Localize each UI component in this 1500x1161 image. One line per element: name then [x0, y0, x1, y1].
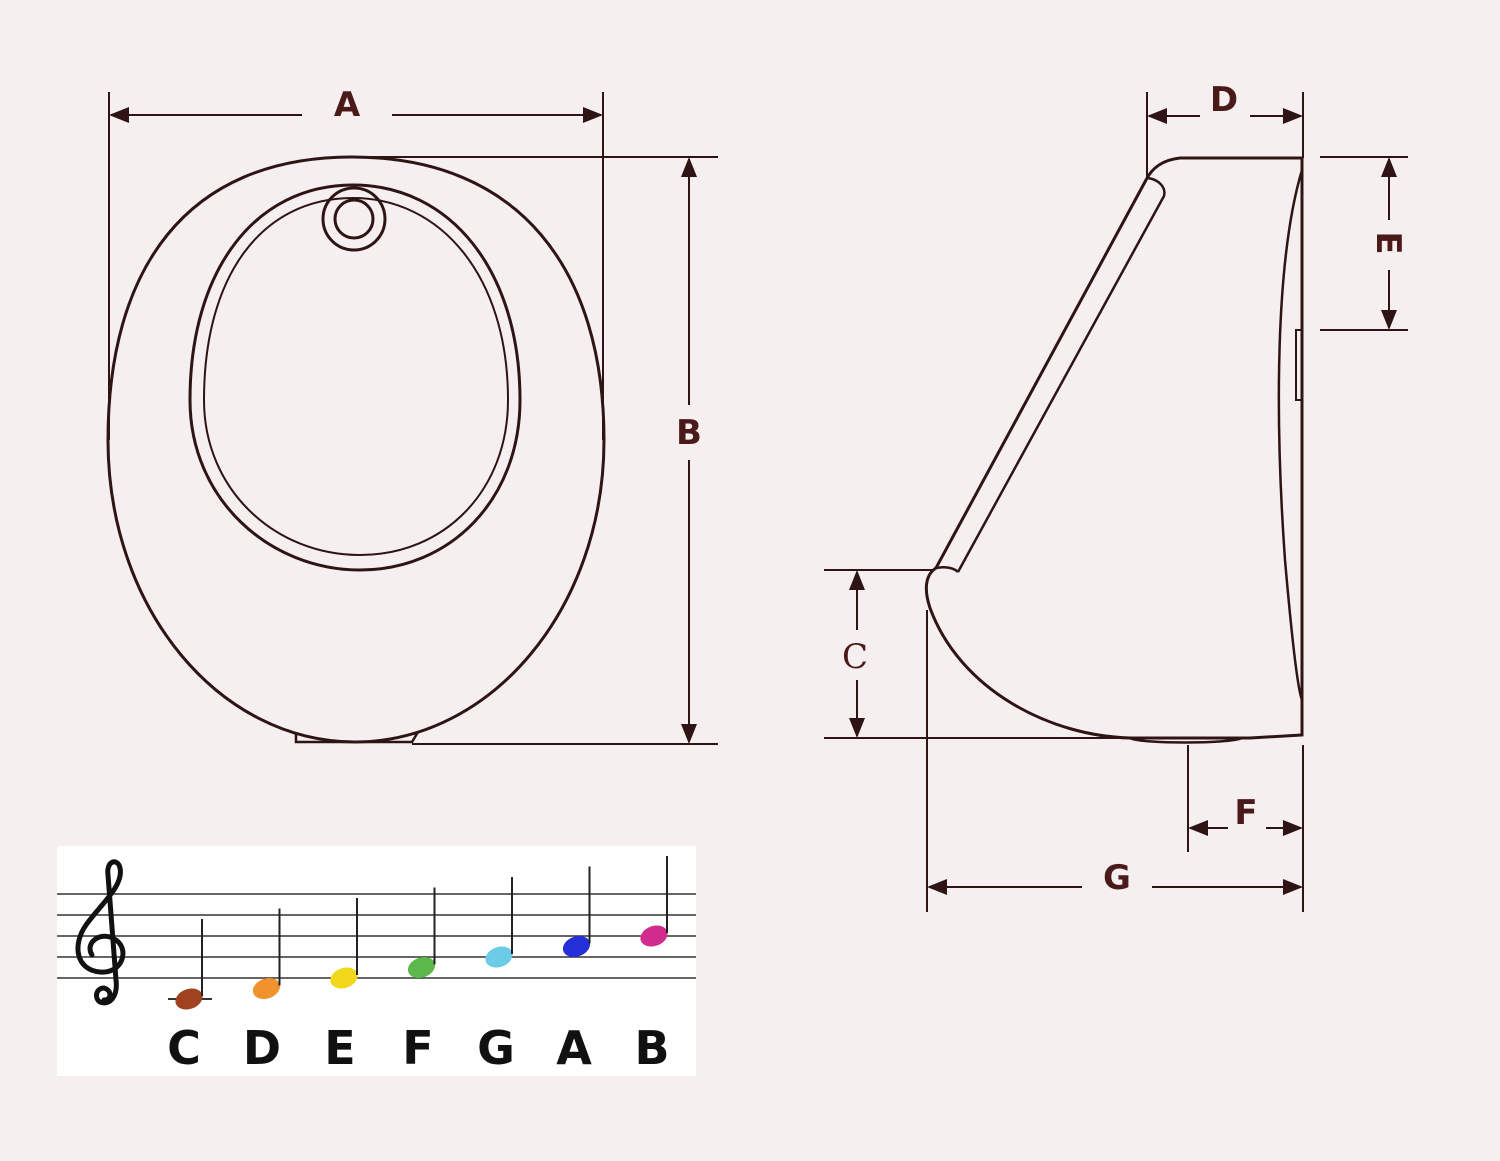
front-inlet-outer — [321, 186, 387, 252]
front-base-foot — [294, 731, 420, 744]
note-head — [562, 935, 591, 958]
note-a: A — [556, 866, 592, 1075]
note-letter-label: D — [243, 1021, 281, 1075]
note-letter-label: B — [634, 1021, 669, 1075]
side-view — [824, 92, 1408, 912]
note-letter-label: G — [477, 1021, 515, 1075]
note-head — [175, 988, 203, 1010]
note-letter-label: F — [402, 1021, 433, 1075]
dim-c-label: C — [842, 637, 868, 677]
dim-b-label: B — [676, 413, 702, 453]
staff-background — [57, 846, 696, 1076]
note-head — [485, 946, 513, 968]
note-head — [330, 967, 358, 989]
side-rim-line — [956, 176, 1166, 573]
note-g: G — [477, 877, 515, 1075]
front-inlet-inner — [333, 198, 375, 240]
side-outline — [924, 156, 1304, 740]
note-head — [252, 977, 281, 1000]
note-d: D — [243, 908, 281, 1075]
note-f: F — [402, 887, 436, 1075]
dim-d-label: D — [1210, 80, 1238, 120]
side-outlet-foot — [1129, 736, 1243, 744]
dim-a-label: A — [334, 85, 361, 125]
side-back-slot — [1295, 329, 1303, 401]
front-bowl-inner — [202, 196, 510, 557]
side-lip — [935, 565, 959, 573]
note-letter-label: A — [556, 1021, 592, 1075]
dim-f-label: F — [1234, 793, 1257, 833]
note-e: E — [324, 898, 358, 1075]
dim-g-label: G — [1103, 858, 1131, 898]
front-outer-outline — [106, 155, 606, 744]
note-c: C — [167, 919, 203, 1075]
dim-e-label: E — [1368, 231, 1408, 254]
side-back-curve — [1277, 169, 1304, 701]
front-bowl-rim — [188, 183, 522, 572]
note-letter-label: E — [324, 1021, 355, 1075]
front-view — [106, 92, 718, 745]
note-letter-label: C — [167, 1021, 201, 1075]
treble-clef-icon — [75, 859, 126, 1006]
note-head — [407, 956, 436, 979]
note-head — [640, 925, 668, 947]
note-b: B — [634, 856, 670, 1075]
